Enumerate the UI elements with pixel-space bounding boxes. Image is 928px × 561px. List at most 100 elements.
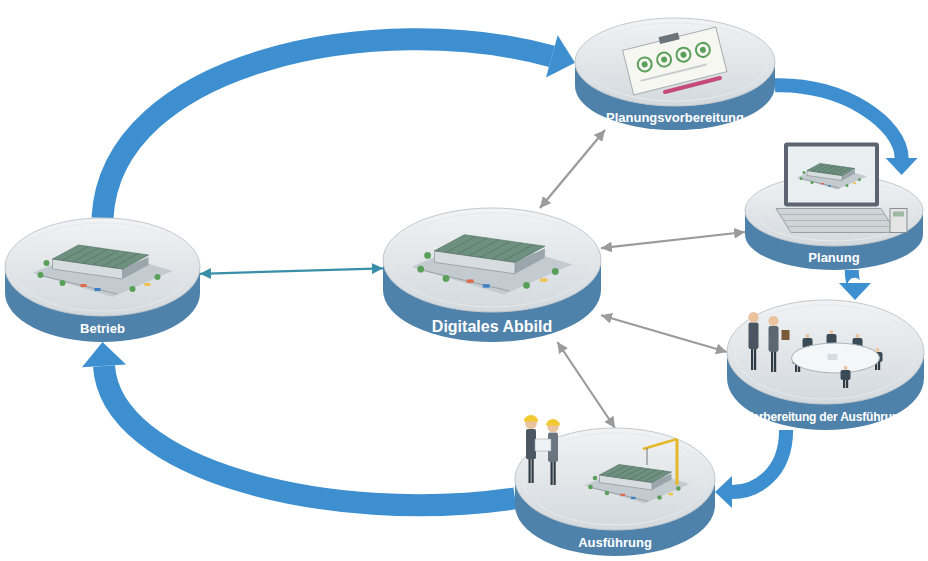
illustration-part bbox=[780, 214, 885, 215]
illustration-part bbox=[13, 223, 192, 311]
illustration-part bbox=[657, 495, 662, 500]
illustration-part bbox=[44, 260, 50, 266]
illustration-part bbox=[5, 218, 200, 316]
illustration-part bbox=[807, 164, 855, 176]
illustration-part bbox=[749, 322, 759, 349]
illustration-part bbox=[821, 183, 824, 185]
connector-line bbox=[557, 342, 615, 428]
illustration-part bbox=[876, 348, 880, 352]
illustration-part bbox=[727, 300, 924, 404]
illustration-part bbox=[113, 254, 139, 268]
illustration-part bbox=[73, 248, 99, 262]
illustration-part bbox=[792, 343, 880, 373]
illustration-part bbox=[841, 370, 851, 380]
illustration-part bbox=[675, 46, 692, 63]
stage-label: Planung bbox=[808, 250, 859, 266]
flow-arrow bbox=[103, 35, 576, 218]
illustration-part bbox=[643, 439, 677, 449]
cycle-band bbox=[103, 39, 552, 218]
illustration-part bbox=[630, 469, 650, 480]
illustration-part bbox=[751, 348, 753, 370]
illustration-part bbox=[787, 226, 892, 227]
flow-arrow bbox=[715, 430, 786, 508]
illustration-part bbox=[81, 284, 87, 287]
illustration-part bbox=[893, 212, 904, 217]
illustration-part bbox=[483, 284, 490, 287]
illustration-part bbox=[467, 280, 474, 283]
illustration-part bbox=[676, 486, 681, 491]
link-arrow bbox=[601, 232, 745, 248]
illustration-part bbox=[588, 485, 593, 490]
illustration-part bbox=[552, 268, 559, 275]
illustration-part bbox=[802, 179, 840, 188]
stage-label: Ausführung bbox=[578, 535, 652, 551]
illustration-part bbox=[523, 433, 707, 525]
illustration-part bbox=[853, 183, 856, 185]
illustration-part bbox=[492, 243, 522, 259]
illustration-part bbox=[806, 334, 810, 338]
illustration-part bbox=[546, 419, 560, 425]
illustration-part bbox=[130, 286, 136, 292]
illustration-part bbox=[526, 429, 536, 459]
illustration-part bbox=[532, 458, 534, 483]
illustration-part bbox=[593, 476, 598, 481]
illustration-part bbox=[769, 326, 779, 352]
illustration-part bbox=[858, 178, 861, 181]
illustration-part bbox=[812, 164, 825, 171]
link-arrow bbox=[601, 315, 727, 352]
link-arrow bbox=[557, 342, 615, 428]
illustration-part bbox=[575, 18, 775, 106]
illustration-part bbox=[535, 439, 551, 451]
illustration-part bbox=[768, 316, 778, 326]
illustration-part bbox=[103, 252, 129, 266]
illustration-part bbox=[145, 283, 151, 286]
arrow-head bbox=[839, 283, 871, 300]
illustration-part bbox=[554, 461, 556, 485]
illustration-part bbox=[481, 241, 511, 257]
connector-line bbox=[601, 232, 745, 248]
illustration-part bbox=[600, 465, 672, 483]
cycle-band bbox=[732, 430, 786, 492]
illustration-part bbox=[60, 280, 66, 286]
illustration-part bbox=[523, 282, 530, 289]
stage-label: Planungsvorbereitung bbox=[606, 110, 744, 126]
illustration-part bbox=[776, 209, 896, 233]
illustration-part bbox=[890, 209, 907, 233]
illustration-part bbox=[83, 249, 109, 263]
arrow-head bbox=[886, 158, 918, 175]
illustration-part bbox=[735, 305, 916, 399]
illustration-part bbox=[623, 27, 727, 95]
illustration-part bbox=[827, 166, 840, 173]
illustration-part bbox=[631, 497, 636, 499]
platform-disc: Betrieb bbox=[5, 218, 200, 342]
illustration-part bbox=[754, 348, 756, 370]
illustration-part bbox=[621, 494, 626, 496]
illustration-part bbox=[435, 235, 545, 263]
illustration-part bbox=[669, 493, 674, 495]
illustration-part bbox=[540, 278, 547, 281]
illustration-part bbox=[93, 251, 119, 265]
platform-disc: Vorbereitung der Ausführung bbox=[727, 300, 924, 430]
illustration-part bbox=[797, 165, 867, 190]
illustration-part bbox=[443, 275, 450, 282]
illustration-part bbox=[694, 41, 711, 58]
illustration-part bbox=[788, 147, 875, 203]
illustration-part bbox=[551, 461, 553, 485]
illustration-part bbox=[783, 220, 888, 221]
illustration-part bbox=[504, 245, 534, 261]
flow-arrow bbox=[82, 342, 515, 505]
illustration-part bbox=[645, 471, 665, 482]
illustration-part bbox=[615, 467, 635, 478]
illustration-part bbox=[837, 168, 850, 175]
platform-disc: Digitales Abbild bbox=[383, 208, 601, 342]
illustration-part bbox=[636, 56, 653, 73]
illustration-part bbox=[524, 415, 539, 422]
illustration-part bbox=[843, 380, 845, 388]
illustration-part bbox=[622, 468, 642, 479]
platform-disc: Planungsvorbereitung bbox=[575, 18, 775, 130]
illustration-part bbox=[665, 78, 720, 92]
illustration-part bbox=[774, 351, 776, 372]
connector-line bbox=[540, 130, 605, 208]
illustration-part bbox=[811, 181, 814, 184]
illustration-part bbox=[641, 61, 648, 68]
